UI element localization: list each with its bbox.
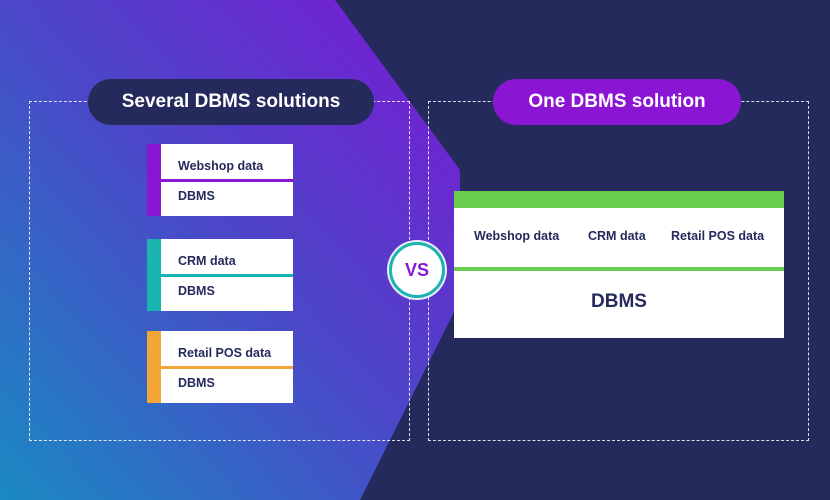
card-color-bar: [147, 239, 161, 311]
card-divider: [161, 274, 293, 277]
card-divider: [161, 179, 293, 182]
vs-badge: VS: [389, 242, 445, 298]
card-data-label: Retail POS data: [178, 346, 272, 360]
card-dbms-label: DBMS: [178, 376, 215, 390]
unified-dbms-box: Webshop data CRM data Retail POS data DB…: [454, 191, 784, 338]
unified-webshop-label: Webshop data: [474, 229, 560, 243]
several-dbms-title: Several DBMS solutions: [88, 79, 374, 125]
unified-top-bar: [454, 191, 784, 208]
card-data-label: CRM data: [178, 254, 236, 268]
crm-dbms-card: CRM data DBMS: [147, 239, 293, 311]
webshop-dbms-card: Webshop data DBMS: [147, 144, 293, 216]
card-color-bar: [147, 144, 161, 216]
unified-retail-pos-label: Retail POS data: [671, 229, 765, 243]
card-dbms-label: DBMS: [178, 189, 215, 203]
card-data-label: Webshop data: [178, 159, 264, 173]
unified-divider: [454, 267, 784, 271]
one-dbms-title: One DBMS solution: [493, 79, 741, 125]
card-color-bar: [147, 331, 161, 403]
card-dbms-label: DBMS: [178, 284, 215, 298]
retail-pos-dbms-card: Retail POS data DBMS: [147, 331, 293, 403]
unified-crm-label: CRM data: [588, 229, 646, 243]
unified-dbms-label: DBMS: [591, 291, 647, 312]
card-divider: [161, 366, 293, 369]
